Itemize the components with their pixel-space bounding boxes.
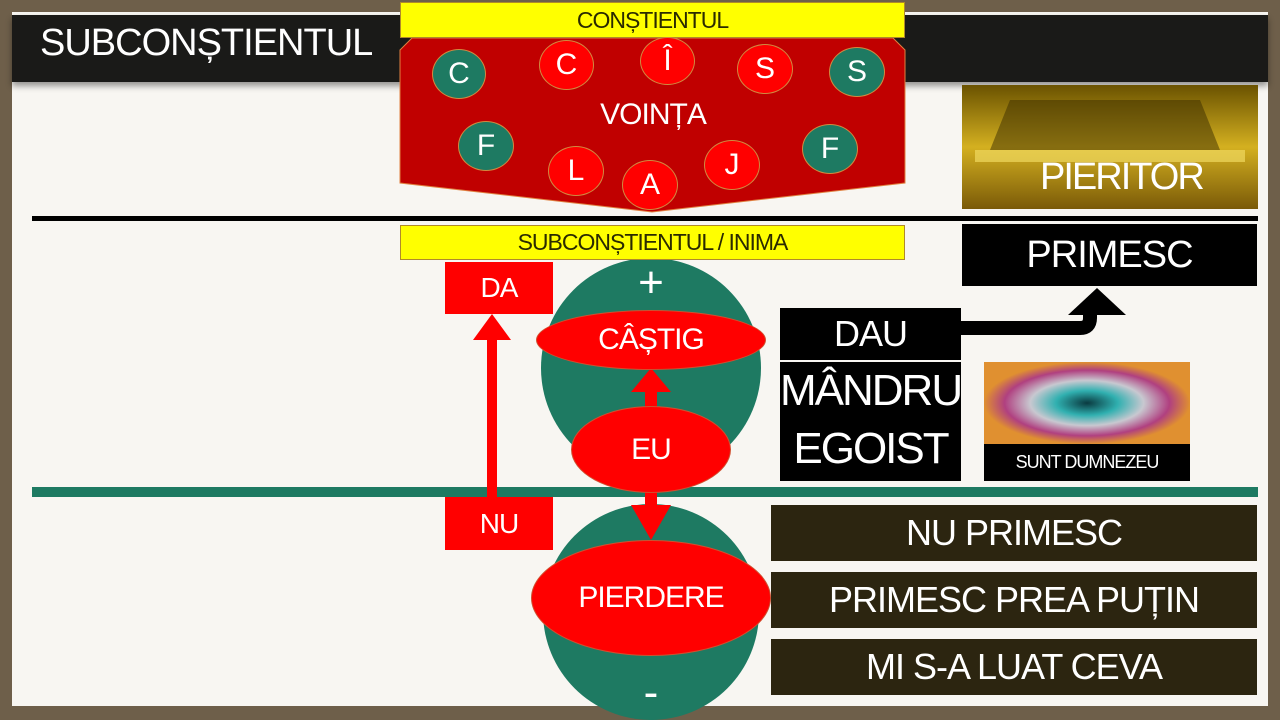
nu-da-arrow-shaft: [487, 335, 497, 500]
egoist-label: EGOIST: [793, 424, 949, 473]
castig-ellipse: CÂȘTIG: [536, 310, 766, 370]
eu-ellipse: EU: [571, 406, 731, 493]
vointa-circle: Î: [640, 37, 695, 85]
loss-item: MI S-A LUAT CEVA: [771, 639, 1257, 695]
vointa-circle: F: [802, 124, 858, 174]
vointa-circle: A: [622, 160, 678, 210]
plus-sign: +: [638, 258, 664, 307]
vointa-circle: L: [548, 146, 604, 196]
divider-black: [32, 216, 1258, 221]
pierdere-ellipse: PIERDERE: [531, 540, 771, 656]
dau-primesc-arrow: [961, 312, 1097, 335]
eu-pierdere-arrowhead: [631, 505, 671, 540]
eye-image: [984, 362, 1190, 444]
vointa-circle: F: [458, 121, 514, 171]
primesc-box: PRIMESC: [962, 224, 1257, 286]
vointa-label: VOINȚA: [600, 98, 707, 131]
slide-title: SUBCONȘTIENTUL: [40, 22, 373, 64]
vointa-circle: S: [829, 47, 885, 97]
vointa-circle: S: [737, 44, 793, 94]
nu-box: NU: [445, 497, 553, 550]
loss-item: NU PRIMESC: [771, 505, 1257, 561]
vointa-circle: C: [539, 40, 594, 90]
loss-item: PRIMESC PREA PUȚIN: [771, 572, 1257, 628]
subconstient-label: SUBCONȘTIENTUL / INIMA: [400, 225, 905, 260]
eu-castig-arrowhead: [631, 368, 671, 392]
dau-primesc-arrowhead: [1068, 288, 1126, 315]
mandru-label: MÂNDRU: [780, 366, 963, 415]
constient-label: CONȘTIENTUL: [400, 2, 905, 38]
sunt-dumnezeu-caption: SUNT DUMNEZEU: [984, 444, 1190, 481]
da-box: DA: [445, 262, 553, 314]
nu-da-arrowhead: [473, 314, 511, 340]
vointa-circle: C: [432, 49, 486, 99]
minus-sign: -: [643, 668, 659, 717]
vointa-circle: J: [704, 140, 760, 190]
pieritor-label: PIERITOR: [1040, 156, 1205, 198]
dau-box: DAU: [780, 308, 961, 360]
mandru-egoist-box: MÂNDRU EGOIST: [780, 362, 963, 481]
